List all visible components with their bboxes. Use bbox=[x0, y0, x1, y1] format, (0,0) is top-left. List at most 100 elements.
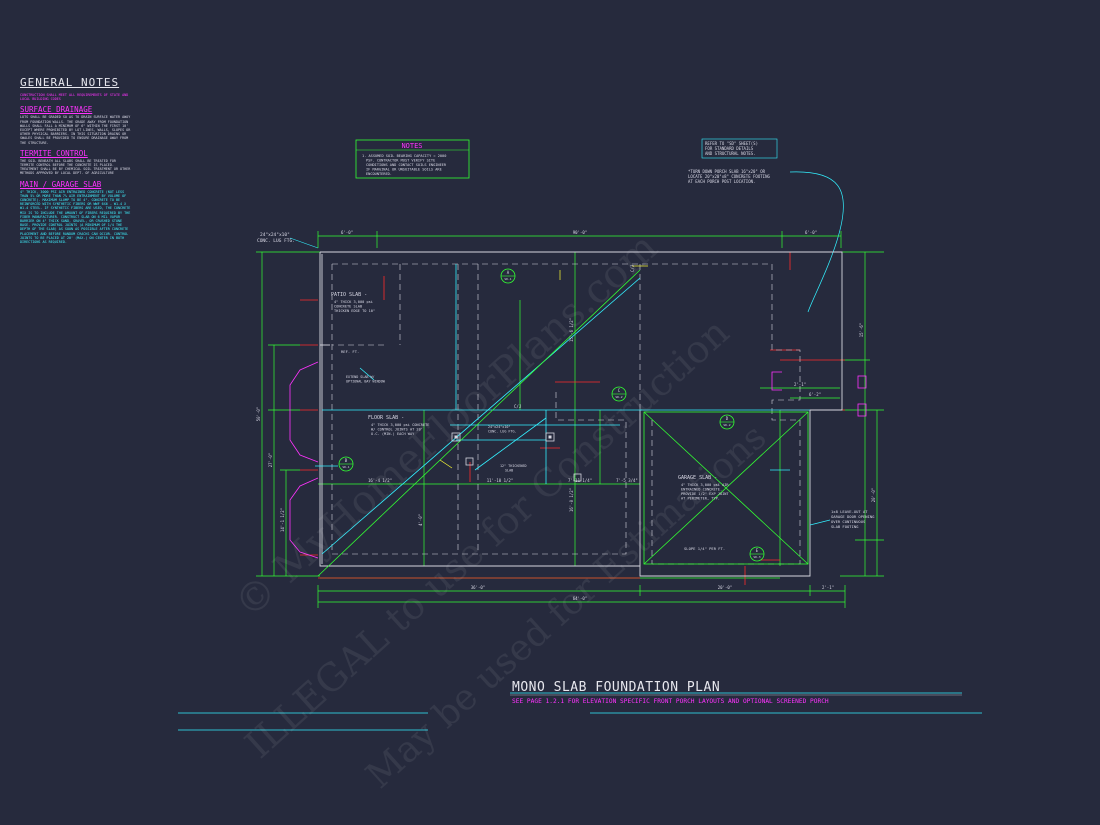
dim-right-upper: 15'-6" bbox=[859, 323, 864, 337]
watermark: © MyHomeFloorPlans.com ILLEGAL to use fo… bbox=[226, 224, 775, 797]
plan-title-block: MONO SLAB FOUNDATION PLAN SEE PAGE 1.2.1… bbox=[178, 680, 982, 731]
section-marker-b: B SD-1 bbox=[338, 456, 354, 472]
section-marker-sheet: SD-2 bbox=[615, 395, 622, 399]
floor-title: FLOOR SLAB - bbox=[368, 415, 404, 421]
plan-subtitle: SEE PAGE 1.2.1 FOR ELEVATION SPECIFIC FR… bbox=[512, 698, 829, 705]
bay-note-line: OPTIONAL BAY WINDOW bbox=[346, 380, 386, 384]
footing-line bbox=[331, 263, 801, 565]
dim-left-overall: 50'-0" bbox=[256, 407, 261, 421]
dim-interior-f: 15'-6 1/2" bbox=[569, 318, 574, 342]
dim-interior-g: 4'-0" bbox=[418, 514, 423, 526]
section-marker-sheet: SD-1 bbox=[504, 277, 511, 281]
section-marker-sheet: SD-1 bbox=[342, 465, 349, 469]
dim-right-small-a: 2'-1" bbox=[794, 382, 806, 387]
notes-line: IF MARGINAL OR UNSUITABLE SOILS ARE bbox=[366, 168, 442, 172]
pier-label-line: 24"x24"x10" bbox=[488, 425, 510, 429]
section-marker-letter: B bbox=[345, 458, 348, 463]
general-notes: GENERAL NOTES CONSTRUCTION SHALL MEET AL… bbox=[20, 76, 132, 244]
garage-door-line: 1x8 LEAVE-OUT AT bbox=[831, 509, 868, 514]
thickened-line: 12" THICKENED bbox=[500, 464, 527, 468]
ftg-callout-line: CONC. LUG FTG. bbox=[257, 238, 295, 244]
garage-line: 4" THICK 3,000 psi AIR bbox=[681, 483, 729, 487]
section-marker-letter: D bbox=[726, 416, 729, 421]
notes-box-title: NOTES bbox=[401, 142, 422, 150]
drainage-body: LOTS SHALL BE GRADED SO AS TO DRAIN SURF… bbox=[20, 115, 131, 145]
garage-slab-x bbox=[317, 269, 809, 577]
garage-line: AT PERIMETER, TYP. bbox=[681, 497, 720, 501]
garage-door-line: OVER CONTINUOUS bbox=[831, 519, 866, 524]
bay-note: EXTEND SLAB W/ OPTIONAL BAY WINDOW bbox=[346, 375, 386, 384]
dim-top-overall: 90'-0" bbox=[573, 230, 587, 235]
hatch-marks bbox=[439, 265, 648, 469]
turndown-note: *TURN DOWN PORCH SLAB 16"x20" OR LOCATE … bbox=[688, 169, 844, 313]
floor-line: W/ CONTROL JOINTS AT 20' bbox=[371, 428, 423, 432]
dim-bottom-right: 20'-0" bbox=[718, 585, 732, 590]
control-joints bbox=[315, 264, 831, 555]
patio-slab-label: PATIO SLAB - 4" THICK 3,000 psi CONCRETE… bbox=[331, 292, 375, 313]
slab-heading: MAIN / GARAGE SLAB bbox=[20, 179, 102, 189]
dim-interior-a: 16'-4 1/2" bbox=[368, 478, 392, 483]
piers bbox=[451, 432, 582, 482]
ftg-callout: 24"x24"x10" CONC. LUG FTG. bbox=[257, 232, 319, 249]
thickened-label: 12" THICKENED SLAB bbox=[500, 464, 527, 473]
slope-label: SLOPE 1/4" PER FT. bbox=[684, 546, 725, 551]
dim-top-left: 6'-0" bbox=[341, 230, 353, 235]
garage-line: ENTRAINED CONCRETE. bbox=[681, 488, 722, 492]
section-marker-letter: C bbox=[618, 388, 621, 393]
floor-line: O.C. (MIN.) EACH WAY bbox=[371, 432, 415, 436]
notes-line: CONDITIONS AND CONTACT SOILS ENGINEER bbox=[366, 163, 447, 167]
dim-right-lower: 20'-0" bbox=[871, 488, 876, 502]
refer-note-line: FOR STANDARD DETAILS bbox=[705, 146, 754, 151]
patio-title: PATIO SLAB - bbox=[331, 292, 367, 298]
turndown-line: LOCATE 20"x20"x8" CONCRETE FOOTING bbox=[688, 174, 770, 179]
general-notes-title: GENERAL NOTES bbox=[20, 76, 120, 89]
garage-line: PROVIDE 1/2" EXP JOINT bbox=[681, 492, 729, 496]
termite-heading: TERMITE CONTROL bbox=[20, 148, 88, 158]
garage-title: GARAGE SLAB - bbox=[678, 475, 717, 481]
patio-line: 4" THICK 3,000 psi bbox=[334, 300, 373, 304]
dim-right-small-b: 6'-2" bbox=[809, 392, 821, 397]
notes-line: 1. ASSUMED SOIL BEARING CAPACITY = 2000 bbox=[362, 154, 446, 158]
patio-line: THICKEN EDGE TO 10" bbox=[334, 309, 375, 313]
thickened-line: SLAB bbox=[505, 469, 513, 473]
dim-left-mid: 27'-0" bbox=[268, 453, 273, 467]
section-marker-a: A SD-1 bbox=[500, 268, 516, 284]
refer-note-line: REFER TO "SD" SHEET(S) bbox=[705, 141, 758, 146]
dim-bottom-overall: 64'-0" bbox=[573, 596, 587, 601]
section-marker-d: D SD-2 bbox=[719, 414, 735, 430]
refer-note: REFER TO "SD" SHEET(S) FOR STANDARD DETA… bbox=[701, 138, 778, 159]
section-marker-c: C SD-2 bbox=[611, 386, 627, 402]
dim-top-right: 6'-0" bbox=[805, 230, 817, 235]
ftg-callout-line: 24"x24"x10" bbox=[260, 232, 290, 238]
termite-body: THE SOIL BENEATH ALL SLABS SHALL BE TREA… bbox=[20, 158, 131, 176]
section-marker-letter: A bbox=[507, 270, 510, 275]
section-marker-letter: E bbox=[756, 548, 759, 553]
section-marker-sheet: SD-3 bbox=[753, 555, 760, 559]
dim-interior-d: 7'-5 3/4" bbox=[616, 478, 638, 483]
dim-bottom-inner: 36'-0" bbox=[471, 585, 485, 590]
notes-line: ENCOUNTERED. bbox=[366, 172, 392, 176]
floor-slab-label: FLOOR SLAB - 4" THICK 3,000 psi CONCRETE… bbox=[368, 415, 429, 436]
slab-body: 4" THICK, 3000 PSI AIR ENTRAINED CONCRET… bbox=[20, 189, 131, 245]
garage-door-line: SLAB FOOTING bbox=[831, 524, 859, 529]
dimension-text: 90'-0" 6'-0" 6'-0" 36'-0" 20'-0" 64'-0" … bbox=[256, 230, 876, 601]
pier-label-line: CONC. LUG FTG. bbox=[488, 430, 517, 434]
garage-slab-label: GARAGE SLAB - 4" THICK 3,000 psi AIR ENT… bbox=[678, 475, 729, 501]
turndown-line: *TURN DOWN PORCH SLAB 16"x20" OR bbox=[688, 169, 766, 174]
dim-interior-c: 7'-11 1/4" bbox=[568, 478, 592, 483]
ref-label: REF. FT. bbox=[341, 349, 359, 354]
turndown-line: AT EACH PORCH POST LOCATION. bbox=[688, 179, 755, 184]
cj-label: C/J bbox=[630, 265, 635, 272]
garage-door-note: 1x8 LEAVE-OUT AT GARAGE DOOR OPENING OVE… bbox=[831, 509, 875, 529]
bay-note-line: EXTEND SLAB W/ bbox=[346, 375, 375, 379]
bay-bumpouts bbox=[289, 361, 867, 559]
garage-door-line: GARAGE DOOR OPENING bbox=[831, 514, 875, 519]
cj-label: C/J bbox=[514, 404, 521, 409]
notes-line: PSF. CONTRACTOR MUST VERIFY SITE bbox=[366, 159, 435, 163]
dim-interior-b: 11'-10 1/2" bbox=[487, 478, 514, 483]
slab-outline bbox=[319, 251, 843, 577]
general-notes-intro: CONSTRUCTION SHALL MEET ALL REQUIREMENTS… bbox=[20, 93, 129, 102]
pier-label: 24"x24"x10" CONC. LUG FTG. bbox=[488, 425, 517, 434]
dim-bottom-right-small: 2'-1" bbox=[822, 585, 834, 590]
